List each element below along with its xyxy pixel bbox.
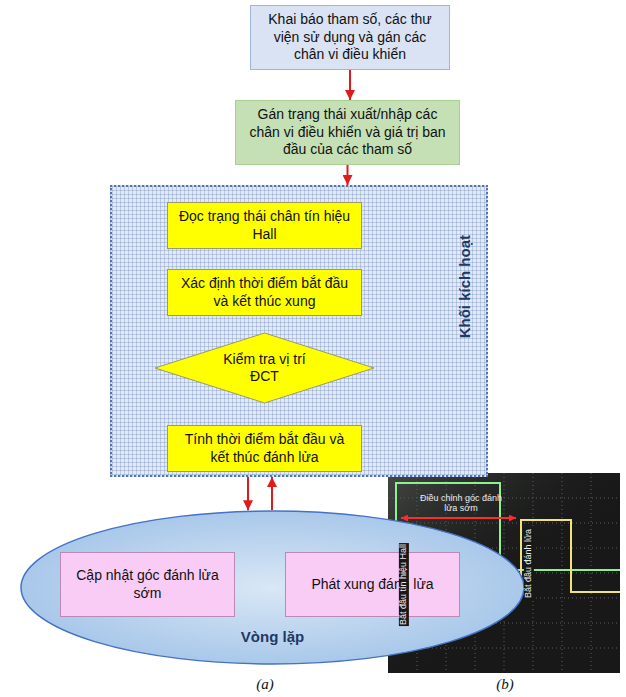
group-region: Khối kích hoạt Đọc trạng thái chân tín hi…	[110, 185, 488, 477]
node-text: Phát xung đánh lửa	[311, 576, 433, 594]
process-box: Đọc trạng thái chân tín hiệu Hall	[167, 202, 362, 249]
node-text: Gán trạng thái xuất/nhập các chân vi điề…	[243, 106, 452, 159]
annotation-text: Điều chỉnh góc đánh lửa sớm	[416, 493, 506, 513]
flow-arrow	[349, 70, 351, 100]
process-box: Cập nhật góc đánh lửa sớm	[60, 552, 235, 617]
group-title: Vòng lặp	[20, 628, 525, 647]
node-text: Đọc trạng thái chân tín hiệu Hall	[175, 208, 354, 243]
process-box: Tính thời điểm bắt đầu và kết thúc đánh …	[167, 425, 362, 472]
node-text: Khai báo tham số, các thư viện sử dụng v…	[258, 11, 442, 64]
figure-label: (b)	[480, 676, 530, 693]
signal-name: Bắt đầu tín hiệu Hall	[399, 543, 409, 626]
process-box: Phát xung đánh lửa	[285, 552, 460, 617]
diamond-shape	[155, 333, 374, 403]
decision-diamond: Kiểm tra vị trí ĐCT	[154, 332, 375, 404]
node-text: Kiểm tra vị trí ĐCT	[215, 351, 315, 386]
node-text: Cập nhật góc đánh lửa sớm	[68, 567, 227, 602]
node-text: Xác định thời điểm bắt đầu và kết thúc x…	[175, 275, 354, 310]
group-title: Khối kích hoạt	[456, 235, 475, 338]
process-box: Gán trạng thái xuất/nhập các chân vi điề…	[235, 100, 460, 165]
process-box: Xác định thời điểm bắt đầu và kết thúc x…	[167, 269, 362, 316]
signal-name: Bắt đầu đánh lửa	[524, 528, 534, 599]
flow-arrow	[247, 477, 249, 510]
loop-ellipse: Vòng lặp Cập nhật góc đánh lửa sớm Phát xu…	[20, 510, 525, 665]
node-text: Tính thời điểm bắt đầu và kết thúc đánh …	[175, 431, 354, 466]
flow-arrow	[271, 477, 273, 510]
figure-label: (a)	[240, 676, 290, 693]
ellipse-shape	[21, 511, 524, 664]
start-box: Khai báo tham số, các thư viện sử dụng v…	[250, 5, 450, 70]
advance-angle-arrow	[401, 517, 516, 519]
flow-arrow	[347, 165, 349, 185]
